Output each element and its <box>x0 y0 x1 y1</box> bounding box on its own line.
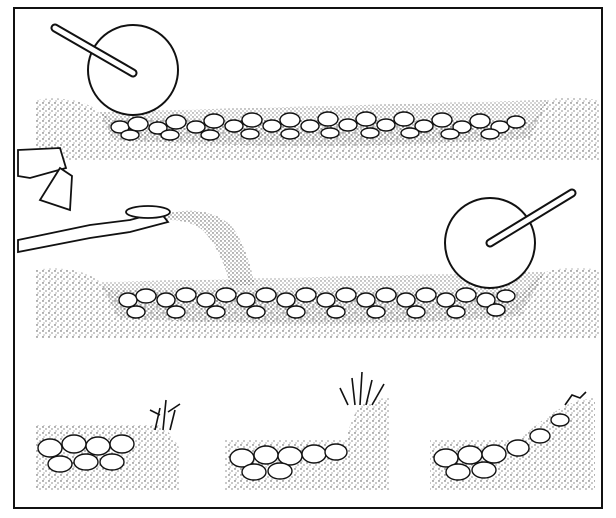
cross-section-right <box>430 392 595 490</box>
wheelbarrow-and-hand <box>18 148 170 252</box>
cross-section-left <box>35 400 180 490</box>
pouring-stream <box>165 211 255 285</box>
cross-section-middle <box>225 372 390 490</box>
panel-roller-compacting <box>35 25 600 160</box>
panel-edge-cross-sections <box>35 372 595 490</box>
panel-pouring-and-rolling <box>18 148 600 338</box>
